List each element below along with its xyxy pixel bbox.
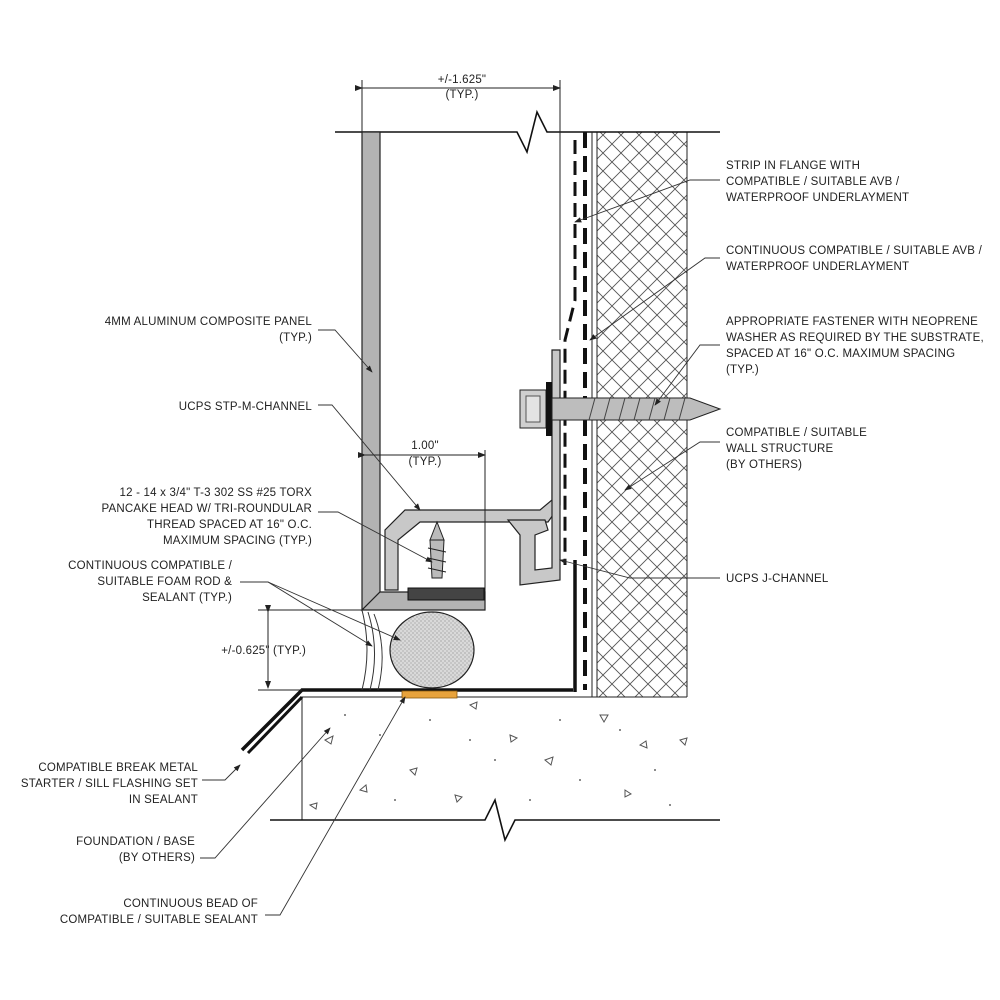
callout-text: (BY OTHERS) xyxy=(119,852,195,864)
callout-text: SUITABLE FOAM ROD & xyxy=(97,576,232,588)
stp-m-channel xyxy=(384,349,561,591)
callout-text: CONTINUOUS COMPATIBLE / SUITABLE AVB / xyxy=(726,245,983,257)
callout-strip-in-flange: STRIP IN FLANGE WITH COMPATIBLE / SUITAB… xyxy=(726,160,909,204)
callout-stp-channel: UCPS STP-M-CHANNEL xyxy=(179,401,313,413)
acm-panel xyxy=(360,131,486,612)
callout-text: UCPS J-CHANNEL xyxy=(726,573,829,585)
callout-text: 12 - 14 x 3/4" T-3 302 SS #25 TORX xyxy=(120,487,313,499)
callout-foundation: FOUNDATION / BASE (BY OTHERS) xyxy=(76,836,195,864)
callout-text: PANCAKE HEAD W/ TRI-ROUNDULAR xyxy=(102,503,312,515)
callout-text: STRIP IN FLANGE WITH xyxy=(726,160,860,172)
wall-fastener xyxy=(519,382,722,436)
dim-channel-line2: (TYP.) xyxy=(409,456,442,468)
callout-screw: 12 - 14 x 3/4" T-3 302 SS #25 TORX PANCA… xyxy=(102,487,313,547)
callout-wall-structure: COMPATIBLE / SUITABLE WALL STRUCTURE (BY… xyxy=(726,427,867,471)
callout-text: WALL STRUCTURE xyxy=(726,443,834,455)
dim-channel-line1: 1.00" xyxy=(411,440,438,452)
callout-text: COMPATIBLE / SUITABLE AVB / xyxy=(726,176,900,188)
callout-text: WATERPROOF UNDERLAYMENT xyxy=(726,261,909,273)
dimension-lines xyxy=(258,80,561,691)
callout-text: UCPS STP-M-CHANNEL xyxy=(179,401,313,413)
torx-screw xyxy=(407,520,485,601)
dim-top-line2: (TYP.) xyxy=(446,89,479,101)
callout-j-channel: UCPS J-CHANNEL xyxy=(726,573,829,585)
callout-text: SEALANT (TYP.) xyxy=(142,592,232,604)
callout-text: (BY OTHERS) xyxy=(726,459,802,471)
foundation-base xyxy=(270,696,720,843)
top-break-line xyxy=(335,109,720,155)
callout-text: (TYP.) xyxy=(279,332,312,344)
callout-text: COMPATIBLE BREAK METAL xyxy=(38,762,198,774)
panel-sealant xyxy=(361,609,383,691)
callout-acm-panel: 4MM ALUMINUM COMPOSITE PANEL (TYP.) xyxy=(105,316,313,344)
callout-sill-flashing: COMPATIBLE BREAK METAL STARTER / SILL FL… xyxy=(21,762,198,806)
j-channel xyxy=(506,399,561,586)
leader-lines xyxy=(200,179,720,916)
callout-text: WASHER AS REQUIRED BY THE SUBSTRATE, xyxy=(726,332,984,344)
callout-text: FOUNDATION / BASE xyxy=(76,836,195,848)
callout-text: 4MM ALUMINUM COMPOSITE PANEL xyxy=(105,316,313,328)
callout-text: STARTER / SILL FLASHING SET xyxy=(21,778,198,790)
callout-text: THREAD SPACED AT 16" O.C. xyxy=(147,519,312,531)
callout-text: CONTINUOUS BEAD OF xyxy=(123,898,258,910)
callout-foam-rod: CONTINUOUS COMPATIBLE / SUITABLE FOAM RO… xyxy=(68,560,233,604)
callout-text: IN SEALANT xyxy=(129,794,198,806)
sealant-bead xyxy=(401,690,458,699)
callout-text: MAXIMUM SPACING (TYP.) xyxy=(163,535,312,547)
concrete-specks xyxy=(344,714,671,806)
callout-continuous-avb: CONTINUOUS COMPATIBLE / SUITABLE AVB / W… xyxy=(726,245,983,273)
callout-text: COMPATIBLE / SUITABLE SEALANT xyxy=(60,914,258,926)
callout-text: (TYP.) xyxy=(726,364,759,376)
concrete-aggregate xyxy=(308,701,688,810)
callout-text: SPACED AT 16" O.C. MAXIMUM SPACING xyxy=(726,348,955,360)
callout-text: CONTINUOUS COMPATIBLE / xyxy=(68,560,233,572)
callout-text: APPROPRIATE FASTENER WITH NEOPRENE xyxy=(726,316,978,328)
dim-top-line1: +/-1.625" xyxy=(438,74,486,86)
callout-text: WATERPROOF UNDERLAYMENT xyxy=(726,192,909,204)
callout-text: COMPATIBLE / SUITABLE xyxy=(726,427,867,439)
callout-sealant-bead: CONTINUOUS BEAD OF COMPATIBLE / SUITABLE… xyxy=(60,898,258,926)
dim-bottom-gap: +/-0.625" (TYP.) xyxy=(221,645,306,657)
foam-rod xyxy=(389,611,475,689)
callout-fastener: APPROPRIATE FASTENER WITH NEOPRENE WASHE… xyxy=(726,316,984,376)
